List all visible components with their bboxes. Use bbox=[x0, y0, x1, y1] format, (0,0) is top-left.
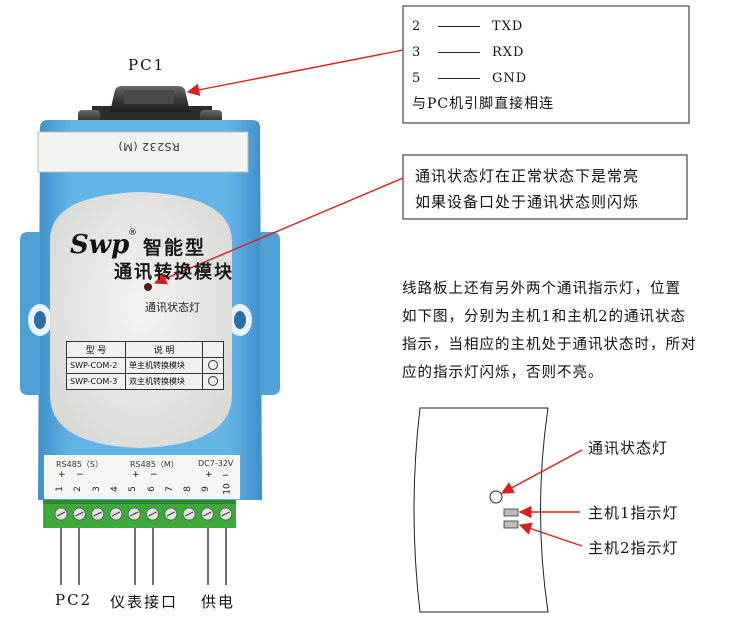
pc1-label: PC1 bbox=[128, 56, 166, 74]
table-cell-model: SWP-COM-3 bbox=[66, 373, 126, 390]
pin-signal: RXD bbox=[492, 44, 525, 60]
board-outline bbox=[413, 407, 549, 613]
model-table: 型 号 说 明 SWP-COM-2 单主机转换模块 SWP-COM-3 双主机转… bbox=[66, 341, 224, 390]
pin-row: 2 TXD bbox=[412, 13, 554, 39]
description-line: 应的指示灯闪烁，否则不亮。 bbox=[402, 365, 604, 381]
status-note-line: 通讯状态灯在正常状态下是常亮 bbox=[415, 167, 640, 185]
screw-slot bbox=[166, 511, 176, 517]
terminal-group-rs485-s: RS485（S） bbox=[56, 460, 103, 469]
terminal-sign: − bbox=[221, 471, 230, 481]
pinout-box bbox=[402, 5, 690, 124]
trademark-symbol: ® bbox=[128, 228, 137, 238]
description-line: 如下图，分别为主机1和主机2的通讯状态 bbox=[402, 309, 686, 325]
description-paragraph: 线路板上还有另外两个通讯指示灯，位置 如下图，分别为主机1和主机2的通讯状态 指… bbox=[402, 275, 697, 387]
pin-row: 5 GND bbox=[412, 65, 554, 91]
host2-led-label: 主机2指示灯 bbox=[588, 539, 679, 557]
pin-signal: TXD bbox=[492, 18, 524, 34]
terminal-number: 1 bbox=[54, 486, 65, 492]
table-cell-desc: 双主机转换模块 bbox=[125, 373, 203, 390]
device-status-led-label: 通讯状态灯 bbox=[145, 301, 200, 314]
terminal-group-rs485-m: RS485（M） bbox=[130, 460, 179, 469]
pinout-list: 2 TXD 3 RXD 5 GND 与PC机引脚直接相连 bbox=[412, 13, 554, 113]
description-line: 指示，当相应的主机处于通讯状态时，所对 bbox=[402, 337, 697, 353]
circle-icon bbox=[202, 373, 224, 390]
rs232-port-label: RS232 (M) bbox=[118, 140, 180, 153]
terminal-sign: + bbox=[132, 470, 140, 480]
terminal-number: 6 bbox=[146, 486, 157, 492]
pc2-label: PC2 bbox=[55, 591, 93, 609]
title-line1: 智能型 bbox=[143, 237, 207, 259]
table-header-model: 型 号 bbox=[66, 341, 126, 358]
board-status-led-label: 通讯状态灯 bbox=[588, 439, 669, 457]
terminal-number: 9 bbox=[201, 486, 212, 492]
pin-number: 3 bbox=[412, 44, 422, 60]
pin-signal: GND bbox=[492, 70, 528, 86]
host1-led-label: 主机1指示灯 bbox=[588, 504, 679, 522]
terminal-sign: − bbox=[150, 470, 158, 480]
screw-slot bbox=[221, 511, 230, 517]
callout-arrows bbox=[153, 49, 583, 547]
pin-row: 3 RXD bbox=[412, 39, 554, 65]
table-cell-model: SWP-COM-2 bbox=[66, 357, 126, 374]
terminal-sign: − bbox=[76, 470, 84, 480]
pin-number: 5 bbox=[412, 70, 422, 86]
power-label: 供电 bbox=[201, 593, 236, 611]
table-cell-desc: 单主机转换模块 bbox=[125, 357, 203, 374]
brand-logo: Swp bbox=[70, 230, 130, 260]
screw-slot bbox=[75, 511, 84, 517]
pin-connector-line bbox=[438, 51, 480, 53]
status-note-box bbox=[402, 154, 688, 220]
screw-slot bbox=[93, 511, 102, 517]
pin-number: 2 bbox=[412, 18, 422, 34]
terminal-group-dc: DC7-32V bbox=[198, 459, 234, 468]
screw-slot bbox=[129, 511, 139, 517]
table-header-blank bbox=[202, 341, 224, 358]
terminal-number: 7 bbox=[164, 486, 175, 492]
pinout-note: 与PC机引脚直接相连 bbox=[412, 96, 555, 112]
terminal-screws bbox=[54, 507, 233, 521]
terminal-number: 10 bbox=[222, 483, 233, 495]
screw-slot bbox=[148, 511, 157, 517]
terminal-number: 8 bbox=[182, 486, 193, 492]
terminal-number: 2 bbox=[73, 486, 84, 492]
status-note: 通讯状态灯在正常状态下是常亮 如果设备口处于通讯状态则闪烁 bbox=[415, 163, 639, 215]
terminal-number: 4 bbox=[109, 486, 120, 492]
terminal-number: 5 bbox=[128, 486, 139, 492]
screw-slot bbox=[56, 511, 66, 517]
pin-connector-line bbox=[438, 77, 480, 79]
pin-connector-line bbox=[438, 25, 480, 27]
title-line2: 通讯转换模块 bbox=[114, 262, 234, 283]
terminal-number: 3 bbox=[91, 486, 102, 492]
table-header-desc: 说 明 bbox=[125, 341, 203, 358]
terminal-sign: + bbox=[58, 470, 66, 480]
status-note-line: 如果设备口处于通讯状态则闪烁 bbox=[415, 193, 640, 211]
instrument-label: 仪表接口 bbox=[110, 593, 179, 611]
screw-slot bbox=[111, 511, 121, 517]
description-line: 线路板上还有另外两个通讯指示灯，位置 bbox=[402, 281, 681, 297]
screw-slot bbox=[203, 511, 212, 517]
terminal-sign: + bbox=[205, 470, 213, 480]
circle-icon bbox=[202, 357, 224, 374]
screw-slot bbox=[184, 511, 194, 517]
module-case bbox=[20, 120, 280, 500]
terminal-wires bbox=[60, 528, 227, 585]
